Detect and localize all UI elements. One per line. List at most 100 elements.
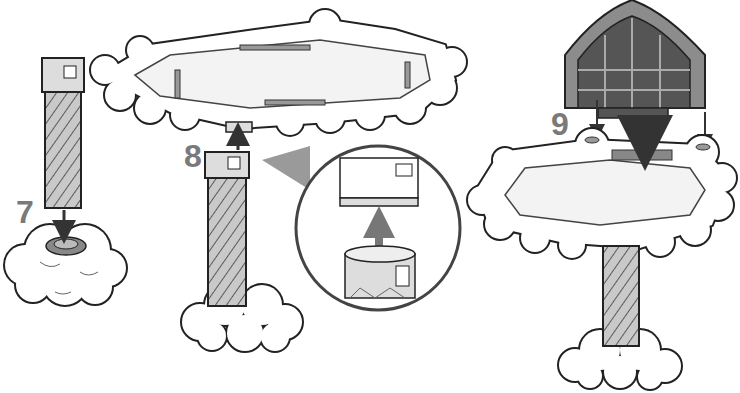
platform [100,20,455,128]
pillar [64,66,76,78]
platform [708,164,736,192]
platform [240,45,310,50]
base-cloud [578,364,602,388]
detail-zoom [350,288,405,298]
platform [468,129,736,258]
platform [521,224,549,252]
platform [91,56,119,84]
platform [100,20,455,128]
pillar [42,58,84,208]
pillar [42,58,84,92]
platform [576,129,608,161]
pillar [45,90,81,208]
window-piece [565,0,705,118]
platform [468,186,496,214]
insert-arrow [596,100,598,132]
platform [91,10,466,135]
platform [91,10,466,135]
pillar [228,157,240,169]
base-cloud [78,270,112,304]
base-cloud [40,262,98,294]
platform [226,122,252,132]
step-number: 9 [551,108,569,140]
base-cloud [638,365,662,389]
platform [585,137,599,143]
platform [493,148,517,172]
base-cloud [578,364,602,388]
window-piece [598,108,668,118]
platform [127,37,153,63]
pillar [205,152,249,306]
platform [468,186,496,214]
platform [559,232,585,258]
base-cloud [198,322,226,350]
platform [135,40,430,108]
base-cloud [78,270,112,304]
platform [708,164,736,192]
platform [310,10,340,40]
base-cloud [5,225,126,305]
platform [703,190,733,220]
base-cloud [638,365,662,389]
pillar [603,246,639,346]
base-cloud [5,225,126,305]
platform [175,70,180,98]
base-cloud [5,225,126,305]
detail-zoom [296,146,460,310]
platform [277,109,303,135]
platform [468,129,736,258]
platform [91,10,466,135]
platform [105,80,135,110]
pillar [208,176,246,306]
platform [485,209,515,239]
platform [438,48,466,76]
platform [559,232,585,258]
base-cloud [604,356,636,388]
step-number: 7 [16,196,34,228]
platform [135,93,165,123]
pillar [603,246,639,346]
platform [521,224,549,252]
base-cloud [261,323,289,351]
base-cloud [227,315,263,351]
detail-zoom [296,146,460,310]
platform [356,101,384,129]
platform [265,100,325,105]
base-cloud [227,315,263,351]
base-cloud [604,356,636,388]
platform [485,209,515,239]
base-cloud [261,323,289,351]
platform [127,37,153,63]
platform [405,62,410,88]
step-number: 8 [184,140,202,172]
platform [356,101,384,129]
platform [703,190,733,220]
window-piece [578,18,690,108]
platform [277,109,303,135]
base-cloud [16,268,50,302]
platform [438,48,466,76]
platform [646,228,674,256]
insert-arrow [237,134,240,150]
platform [171,101,199,129]
platform [612,150,672,160]
detail-zoom [396,266,409,286]
platform [686,136,718,168]
base-cloud [198,322,226,350]
base-cloud [46,237,86,255]
platform [696,144,710,150]
platform [91,56,119,84]
platform [576,129,608,161]
platform [135,93,165,123]
insert-arrow [642,116,649,143]
insert-arrow [63,210,66,232]
pillar [205,152,249,178]
detail-zoom [340,198,418,206]
platform [316,104,344,132]
platform [316,104,344,132]
platform [105,80,135,110]
platform [493,148,517,172]
platform [680,215,710,245]
